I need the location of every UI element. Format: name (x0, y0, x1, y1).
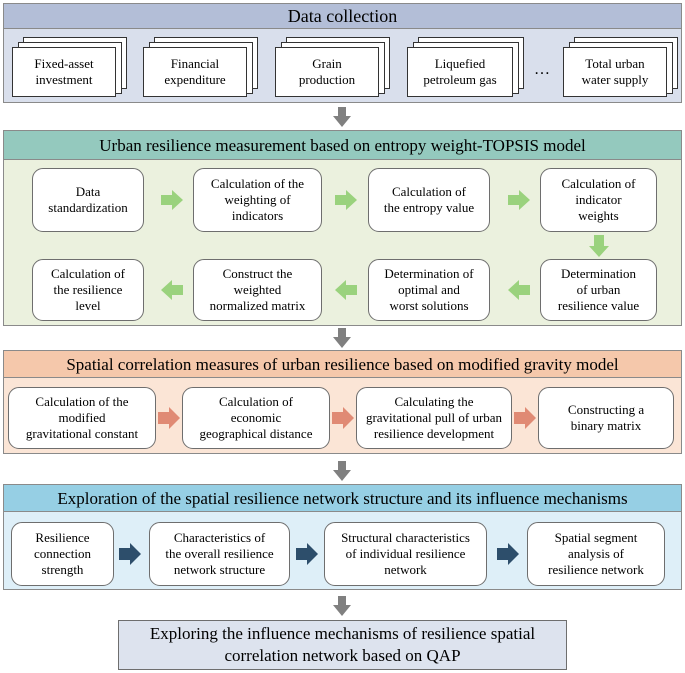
final-qap-box: Exploring the influence mechanisms of re… (118, 620, 567, 670)
step-urban-resilience-value: Determination of urban resilience value (540, 259, 657, 321)
green-arrow-left-3 (161, 280, 183, 300)
gravity-header: Spatial correlation measures of urban re… (3, 350, 682, 378)
step-data-standardization: Data standardization (32, 168, 144, 232)
step-spatial-segment-analysis: Spatial segment analysis of resilience n… (527, 522, 665, 586)
step-gravitational-pull: Calculating the gravitational pull of ur… (356, 387, 512, 449)
salmon-arrow-2 (332, 407, 354, 429)
step-weighting-of-indicators: Calculation of the weighting of indicato… (193, 168, 322, 232)
down-arrow-2 (333, 328, 351, 348)
down-arrow-3 (333, 461, 351, 481)
step-binary-matrix: Constructing a binary matrix (538, 387, 674, 449)
doc-financial-expenditure: Financial expenditure (143, 47, 247, 97)
step-overall-network-structure: Characteristics of the overall resilienc… (149, 522, 290, 586)
green-arrow-down (589, 235, 609, 257)
salmon-arrow-1 (158, 407, 180, 429)
down-arrow-4 (333, 596, 351, 616)
step-resilience-connection-strength: Resilience connection strength (11, 522, 114, 586)
step-weighted-normalized-matrix: Construct the weighted normalized matrix (193, 259, 322, 321)
green-arrow-right-3 (508, 190, 530, 210)
green-arrow-right-2 (335, 190, 357, 210)
down-arrow-1 (333, 107, 351, 127)
doc-grain-production: Grain production (275, 47, 379, 97)
ellipsis-text: … (534, 61, 550, 78)
navy-arrow-1 (119, 543, 141, 565)
step-modified-gravitational-constant: Calculation of the modified gravitationa… (8, 387, 156, 449)
step-resilience-level: Calculation of the resilience level (32, 259, 144, 321)
data-collection-header: Data collection (3, 3, 682, 29)
green-arrow-right-1 (161, 190, 183, 210)
navy-arrow-3 (497, 543, 519, 565)
network-header: Exploration of the spatial resilience ne… (3, 484, 682, 512)
step-optimal-worst-solutions: Determination of optimal and worst solut… (368, 259, 490, 321)
step-economic-geographical-distance: Calculation of economic geographical dis… (182, 387, 330, 449)
step-individual-network-structure: Structural characteristics of individual… (324, 522, 487, 586)
green-arrow-left-2 (335, 280, 357, 300)
navy-arrow-2 (296, 543, 318, 565)
doc-fixed-asset-investment: Fixed-asset investment (12, 47, 116, 97)
salmon-arrow-3 (514, 407, 536, 429)
doc-total-urban-water-supply: Total urban water supply (563, 47, 667, 97)
green-arrow-left-1 (508, 280, 530, 300)
step-indicator-weights: Calculation of indicator weights (540, 168, 657, 232)
doc-liquefied-petroleum-gas: Liquefied petroleum gas (407, 47, 513, 97)
entropy-header: Urban resilience measurement based on en… (3, 130, 682, 160)
step-entropy-value: Calculation of the entropy value (368, 168, 490, 232)
